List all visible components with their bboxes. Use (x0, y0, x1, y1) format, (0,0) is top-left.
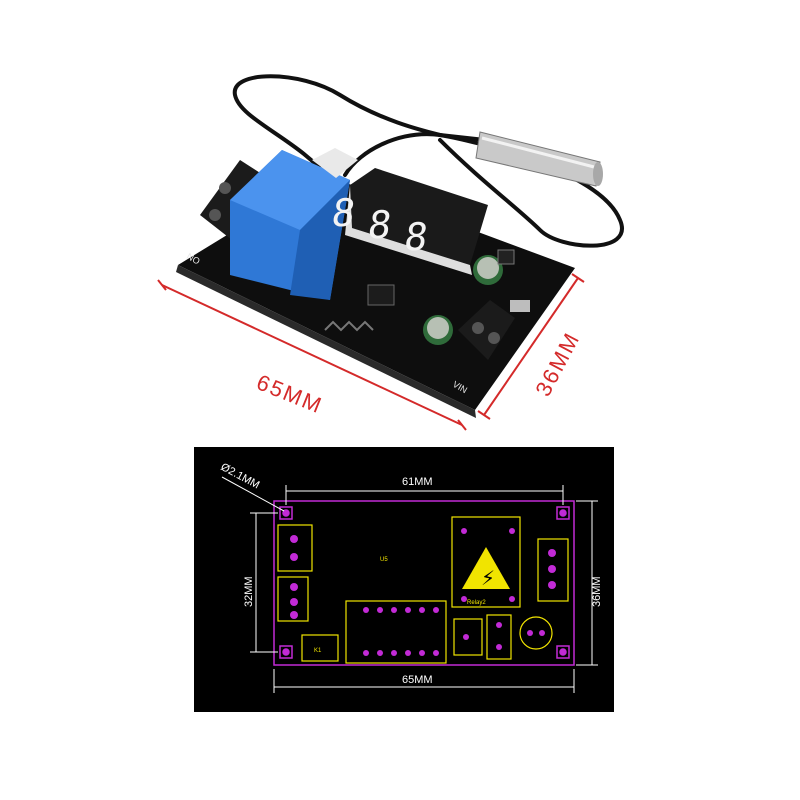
push-button (497, 249, 515, 265)
pcb-drawing: K1 U5 ⚡ Relay2 61MM 65MM (194, 447, 614, 712)
dimension-36mm-label: 36MM (530, 328, 585, 401)
usb-port (510, 300, 530, 312)
dimension-36mm-line (477, 273, 585, 420)
capacitor-bottom (423, 315, 453, 345)
terminal-block-right (458, 300, 515, 360)
board-outline (273, 500, 575, 666)
small-part (453, 618, 483, 656)
pcb-antenna (324, 320, 374, 332)
capacitor-footprint (519, 616, 553, 650)
dimension-65mm-line (157, 279, 467, 431)
small-part-2 (486, 614, 512, 660)
dim-61mm-line (285, 485, 564, 505)
temperature-probe (475, 131, 603, 187)
dimension-65mm-label: 65MM (253, 369, 326, 418)
dim-65mm-line (273, 669, 575, 693)
led-display: 8 8 8 (329, 168, 488, 275)
relay (230, 150, 350, 300)
connector-white (312, 148, 358, 178)
warning-icon (462, 547, 510, 589)
left-terminal (277, 524, 313, 622)
dim-32mm-line (250, 512, 278, 653)
dip-chip (345, 600, 447, 664)
right-terminal (537, 538, 569, 602)
product-photo: 8 8 8 NO VIN 65MM 36MM (157, 74, 624, 431)
k1-component: K1 (301, 634, 339, 662)
hole-leader-line (221, 476, 285, 512)
mounting-holes (279, 506, 570, 659)
dim-65mm-label: 65MM (402, 674, 433, 686)
dim-36mm-line (576, 500, 598, 666)
u5-label: U5 (380, 557, 388, 563)
capacitor-top (473, 255, 503, 285)
probe-cable (232, 74, 624, 248)
dim-32mm-label: 32MM (243, 576, 255, 607)
microcontroller-chip (367, 284, 395, 306)
relay-label: Relay2 (467, 600, 486, 606)
svg-text:⚡: ⚡ (481, 566, 495, 590)
dim-61mm-label: 61MM (402, 476, 433, 488)
k1-label: K1 (314, 648, 322, 654)
relay-footprint: ⚡ Relay2 (451, 516, 521, 608)
dim-36mm-label: 36MM (591, 576, 603, 607)
